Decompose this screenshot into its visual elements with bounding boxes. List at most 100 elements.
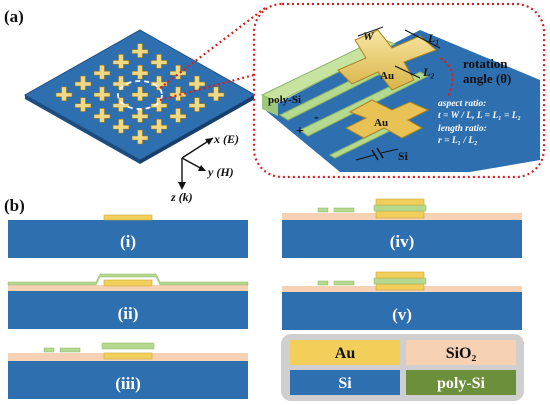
aspect-ratio-title: aspect ratio: (438, 99, 486, 109)
array-cross-9 (74, 97, 92, 112)
legend-swatch-sio2 (406, 340, 516, 365)
array-cross-6 (131, 64, 149, 80)
material-legend: Au SiO₂ Si poly-Si (281, 334, 524, 401)
z-axis-label: z (k) (170, 190, 193, 204)
rotation-arc (439, 57, 454, 97)
array-cross-3 (74, 75, 92, 91)
legend-label-si: Si (338, 375, 352, 392)
legend-swatch-si (290, 370, 400, 395)
step-i-si (8, 220, 248, 258)
step-i-au (103, 214, 153, 221)
array-cross-2 (93, 64, 111, 80)
inset-substrate (265, 30, 540, 172)
step-iii-au (103, 352, 153, 360)
minus-sign: - (314, 110, 319, 125)
legend-swatch-au (290, 340, 400, 365)
step-iii-polysi-left-1 (43, 347, 55, 353)
step-ii-si (8, 291, 248, 329)
step-iii: (iii) (8, 342, 248, 399)
capacitor-plate-2 (376, 147, 384, 159)
array-cross-5 (150, 54, 168, 69)
array-substrate-edge-right (140, 95, 255, 164)
array-cross-4 (55, 86, 73, 102)
y-axis-label: y (H) (206, 165, 234, 179)
legend-label-polysi: poly-Si (437, 375, 486, 392)
array-cross-19 (112, 118, 130, 134)
step-iii-si (8, 361, 248, 399)
z-axis-arrowhead (178, 182, 186, 190)
capacitor-plate-1 (371, 149, 379, 161)
panel-a-label: (a) (4, 7, 24, 26)
l2-dimension-line (394, 65, 421, 79)
polysi-label: poly-Si (268, 94, 301, 106)
x-axis-arrowhead (205, 138, 213, 145)
step-iv-polysi-left-2 (333, 207, 355, 213)
step-iv-polysi-center (373, 204, 427, 212)
array-cross-1 (112, 54, 130, 69)
l1-label: L₁ (427, 31, 440, 45)
step-v-si (282, 292, 522, 330)
step-v-label: (v) (392, 305, 412, 324)
rotation-label-line2: angle (θ) (463, 71, 511, 86)
step-ii: (ii) (7, 273, 249, 329)
coordinate-axes: x (E) y (H) z (k) (170, 132, 239, 204)
plus-sign: + (296, 124, 304, 139)
step-iv-au-lower (375, 210, 425, 219)
step-iii-label: (iii) (115, 374, 141, 393)
step-iv-polysi-left-1 (317, 207, 329, 213)
zoom-line-top (159, 7, 266, 89)
l2-label: L₂ (422, 65, 435, 79)
polysi-electrode-side (262, 95, 278, 116)
au-label-bottom: Au (374, 117, 388, 129)
length-ratio-title: length ratio: (438, 124, 487, 134)
step-iv-label: (iv) (390, 232, 415, 251)
legend-swatch-polysi (406, 370, 516, 395)
si-label: Si (398, 149, 409, 163)
w-dimension-line (357, 26, 384, 37)
step-v-polysi-center (373, 277, 427, 285)
array-cross-20 (207, 86, 225, 102)
gold-cross-top (337, 29, 437, 91)
aspect-ratio-formula: t = W / L, L = L₁ = L₂ (438, 111, 521, 121)
array-cross-17 (150, 97, 168, 112)
step-iii-polysi-left-2 (59, 347, 81, 353)
array-cross-elements (55, 43, 225, 145)
x-axis-label: x (E) (213, 132, 239, 146)
step-i: (i) (8, 214, 248, 258)
step-iii-polysi-center (101, 342, 155, 350)
array-cross-21 (188, 97, 206, 112)
step-ii-label: (ii) (118, 304, 139, 323)
array-cross-18 (131, 108, 149, 123)
y-axis-arrowhead (198, 165, 206, 171)
array-cross-24 (131, 129, 149, 145)
inset-zoom: W L₁ L₂ Au Au rotation angle (θ) poly-Si… (252, 2, 546, 179)
length-ratio-formula: r = L₁ / L₂ (438, 136, 477, 146)
metasurface-array (23, 29, 257, 164)
step-v-polysi-left-1 (317, 280, 329, 286)
legend-label-sio2: SiO₂ (446, 345, 477, 362)
step-iv-si (282, 220, 522, 258)
array-cross-23 (150, 118, 168, 134)
step-iv-au-upper (375, 198, 425, 206)
step-ii-au (103, 279, 153, 287)
w-label: W (363, 29, 375, 43)
array-cross-7 (112, 75, 130, 91)
au-label-top: Au (380, 70, 394, 82)
step-v-au-lower (375, 283, 425, 291)
array-substrate-edge-left (25, 95, 140, 164)
rotation-label-line1: rotation (463, 56, 508, 71)
gold-cross-bottom (344, 99, 430, 139)
wire-left (355, 154, 375, 161)
step-i-label: (i) (120, 232, 136, 251)
array-cross-22 (169, 108, 187, 123)
step-iv: (iv) (282, 198, 522, 258)
array-cross-12 (131, 86, 149, 102)
panel-b-label: (b) (4, 196, 25, 215)
array-cross-16 (169, 86, 187, 102)
wire-right (380, 148, 399, 154)
step-v: (v) (282, 271, 522, 330)
array-cross-0 (131, 43, 149, 58)
l1-dimension-line (404, 29, 441, 49)
array-cross-14 (93, 108, 111, 123)
